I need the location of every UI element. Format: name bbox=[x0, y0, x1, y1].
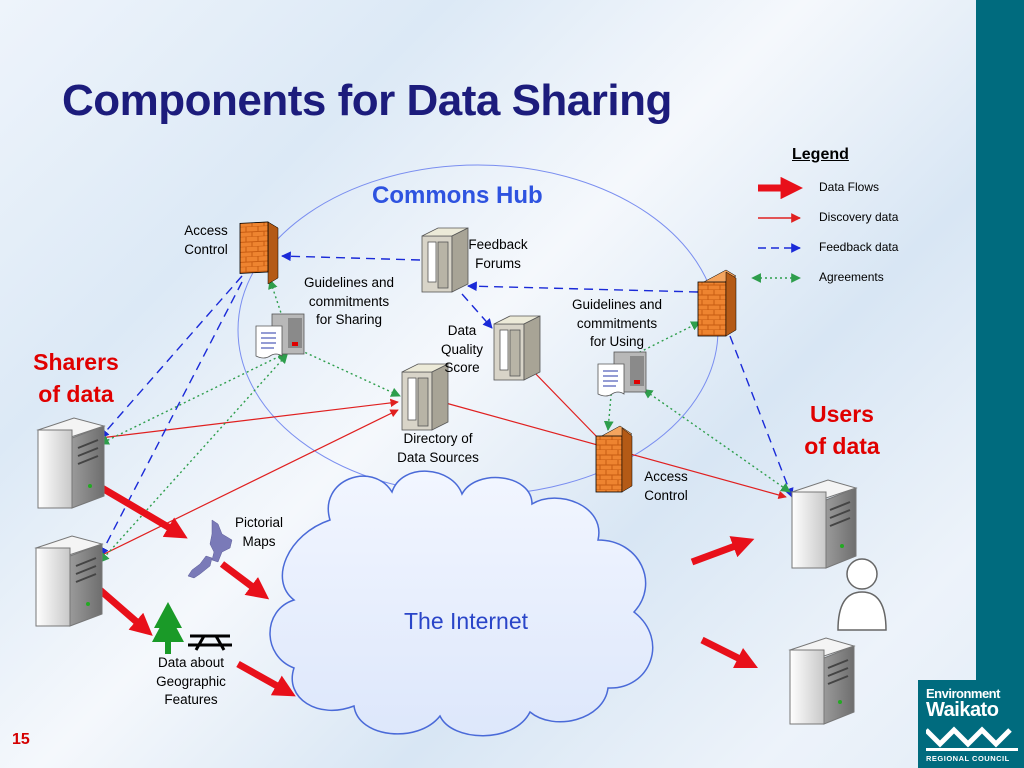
directory-label: Directory of Data Sources bbox=[382, 430, 494, 467]
server-user-1 bbox=[790, 479, 858, 569]
data-quality-label: Data Quality Score bbox=[430, 322, 494, 378]
legend-item-data-flows: Data Flows bbox=[819, 180, 880, 194]
label-line: Features bbox=[164, 692, 218, 707]
label-line: commitments bbox=[576, 315, 658, 331]
users-line2: of data bbox=[804, 433, 880, 459]
server-user-2 bbox=[788, 637, 856, 725]
geo-features-label: Data about Geographic Features bbox=[142, 654, 240, 710]
label-line: commitments bbox=[308, 293, 390, 309]
sharers-label: Sharers of data bbox=[28, 346, 124, 410]
doc-server-sharing bbox=[255, 313, 305, 359]
tree-icon bbox=[152, 602, 184, 654]
users-line1: Users bbox=[810, 401, 874, 427]
label-line: Control bbox=[184, 241, 228, 257]
label-line: for Sharing bbox=[315, 312, 383, 327]
label-line: Access bbox=[184, 223, 228, 238]
server-sharer-2 bbox=[34, 535, 104, 627]
label-line: Access bbox=[644, 469, 688, 484]
environment-waikato-logo: Environment Waikato REGIONAL COUNCIL bbox=[918, 680, 1024, 768]
label-line: Data about bbox=[157, 655, 225, 670]
slide-number: 15 bbox=[12, 731, 30, 748]
logo-line3: REGIONAL COUNCIL bbox=[926, 754, 1010, 763]
access-control-left-label: Access Control bbox=[170, 222, 242, 259]
page-title: Components for Data Sharing bbox=[62, 76, 672, 125]
logo-line1: Environment bbox=[926, 686, 1000, 701]
legend-item-discovery: Discovery data bbox=[819, 210, 899, 224]
firewall-top-right bbox=[697, 269, 737, 337]
sharers-line1: Sharers bbox=[33, 349, 119, 375]
label-line: Data Sources bbox=[397, 449, 479, 465]
label-line: Pictorial bbox=[234, 515, 283, 530]
label-line: Control bbox=[644, 487, 688, 503]
hub-title: Commons Hub bbox=[372, 182, 543, 209]
doc-server-using bbox=[597, 351, 647, 397]
guidelines-sharing-label: Guidelines and commitments for Sharing bbox=[294, 274, 404, 330]
users-label: Users of data bbox=[794, 398, 890, 462]
firewall-left bbox=[239, 221, 279, 285]
label-line: Geographic bbox=[156, 673, 226, 689]
label-line: Data bbox=[447, 323, 477, 338]
label-line: Score bbox=[444, 360, 480, 375]
label-line: Guidelines and bbox=[303, 275, 395, 290]
feedback-forums-label: Feedback Forums bbox=[460, 236, 536, 273]
access-control-right-label: Access Control bbox=[634, 468, 698, 505]
guidelines-using-label: Guidelines and commitments for Using bbox=[562, 296, 672, 352]
internet-label: The Internet bbox=[404, 608, 529, 634]
internet-cloud bbox=[269, 470, 654, 737]
legend-title: Legend bbox=[792, 146, 849, 163]
server-directory bbox=[401, 363, 449, 431]
label-line: Quality bbox=[440, 341, 484, 357]
pictorial-maps-label: Pictorial Maps bbox=[226, 514, 292, 551]
label-line: Forums bbox=[475, 255, 521, 271]
legend-item-agreements: Agreements bbox=[819, 270, 884, 284]
label-line: Guidelines and bbox=[571, 297, 663, 312]
legend-item-feedback: Feedback data bbox=[819, 240, 899, 254]
label-line: Maps bbox=[242, 533, 276, 549]
logo-line2: Waikato bbox=[926, 699, 999, 721]
label-line: for Using bbox=[589, 334, 645, 349]
label-line: Feedback bbox=[468, 237, 528, 252]
label-line: Directory of bbox=[403, 431, 473, 446]
picnic-table-icon bbox=[188, 634, 232, 651]
server-sharer-1 bbox=[36, 417, 106, 509]
side-band bbox=[976, 0, 1024, 768]
user-person-icon bbox=[837, 558, 887, 631]
nz-map-icon bbox=[187, 519, 233, 579]
firewall-mid-right bbox=[595, 425, 633, 493]
sharers-line2: of data bbox=[38, 381, 114, 407]
server-quality bbox=[493, 315, 541, 381]
server-feedback bbox=[421, 227, 469, 293]
logo-wave-icon bbox=[926, 726, 1018, 751]
legend-glyphs bbox=[751, 176, 803, 283]
